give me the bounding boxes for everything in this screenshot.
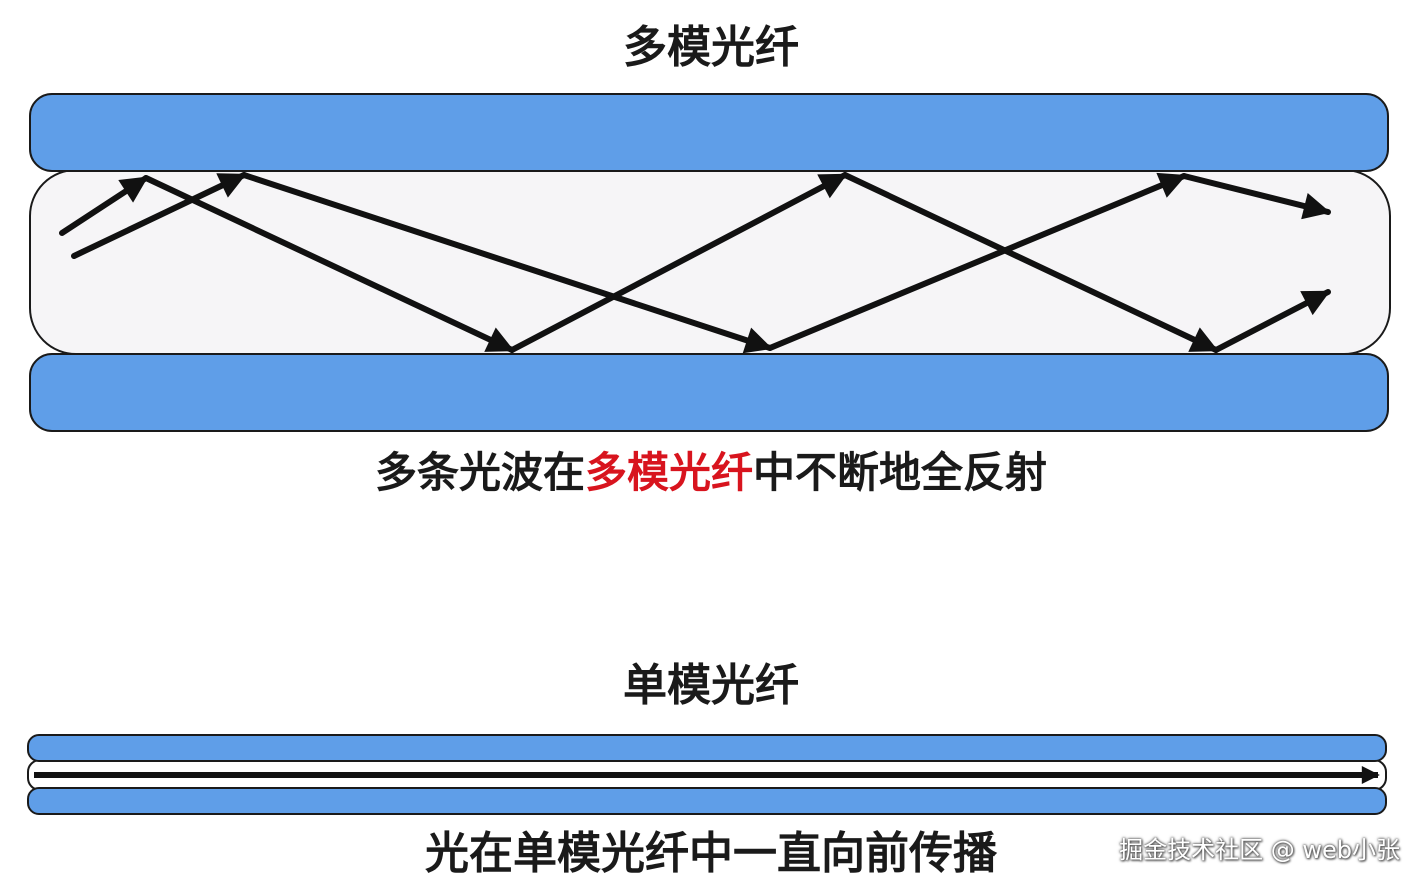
light-ray-1 — [509, 172, 848, 353]
multimode-fiber — [29, 93, 1391, 432]
singlemode-fiber — [27, 734, 1387, 815]
multimode-caption-highlight: 多模光纤 — [584, 448, 753, 497]
multimode-top-cladding — [29, 93, 1389, 172]
light-ray-1 — [59, 175, 149, 236]
light-ray-2 — [71, 172, 247, 259]
light-ray-2 — [1181, 173, 1331, 220]
multimode-caption-post: 中不断地全反射 — [753, 448, 1048, 497]
light-ray-1 — [1213, 289, 1331, 353]
light-ray-1 — [143, 175, 515, 353]
light-ray-1 — [842, 172, 1219, 353]
multimode-fiber-title: 多模光纤 — [623, 22, 799, 73]
multimode-bottom-cladding — [29, 353, 1389, 432]
multimode-caption: 多条光波在多模光纤中不断地全反射 — [0, 452, 1422, 494]
singlemode-top-cladding — [27, 734, 1387, 762]
watermark: 掘金技术社区 @ web小张 — [1119, 836, 1400, 864]
light-ray-2 — [241, 172, 773, 354]
singlemode-bottom-cladding — [27, 787, 1387, 815]
light-ray-2 — [767, 172, 1187, 351]
multimode-caption-pre: 多条光波在 — [374, 448, 585, 497]
singlemode-caption: 光在单模光纤中一直向前传播 — [425, 828, 997, 879]
singlemode-fiber-title: 单模光纤 — [623, 660, 799, 711]
